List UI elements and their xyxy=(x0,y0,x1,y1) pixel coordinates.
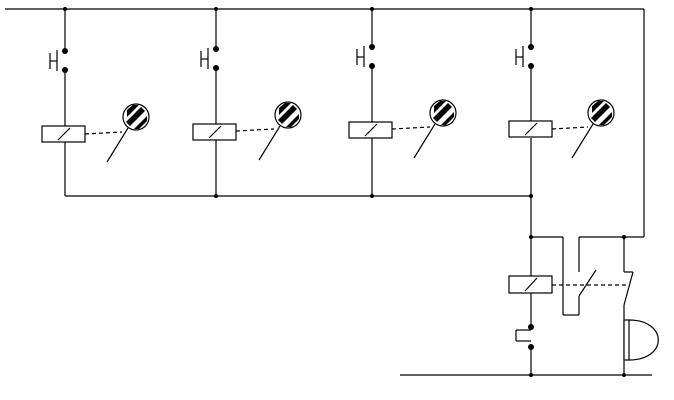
branch-4 xyxy=(508,44,615,159)
light-bulb-icon xyxy=(413,99,457,159)
relay-coil-icon xyxy=(192,123,237,141)
buzzer-icon xyxy=(623,316,659,375)
junction-dots xyxy=(63,7,626,377)
relay-coil-icon xyxy=(41,125,86,143)
mechanical-link xyxy=(551,126,589,130)
branch-2 xyxy=(192,46,302,161)
branch-wiring xyxy=(64,9,532,277)
pushbutton-switch-icon xyxy=(49,48,68,73)
pushbutton-switch-icon xyxy=(356,44,375,69)
relay-coil-icon xyxy=(348,121,393,139)
output-pushbutton-switch-icon xyxy=(515,324,534,350)
mechanical-link xyxy=(84,131,123,135)
top-rail xyxy=(5,8,645,237)
light-bulb-icon xyxy=(258,101,302,161)
mechanical-link xyxy=(391,126,431,130)
mechanical-link xyxy=(235,128,275,132)
light-bulb-icon xyxy=(571,99,615,159)
light-bulb-icon xyxy=(106,103,150,163)
branch-1 xyxy=(41,48,150,163)
pushbutton-switch-icon xyxy=(515,44,534,69)
output-stage xyxy=(508,236,659,375)
output-relay-coil-icon xyxy=(508,275,553,294)
pushbutton-switch-icon xyxy=(200,46,219,71)
relay-coil-icon xyxy=(508,120,553,138)
normally-open-contact-icon xyxy=(623,271,634,316)
branch-3 xyxy=(348,44,457,159)
normally-closed-contact-icon xyxy=(562,269,597,316)
